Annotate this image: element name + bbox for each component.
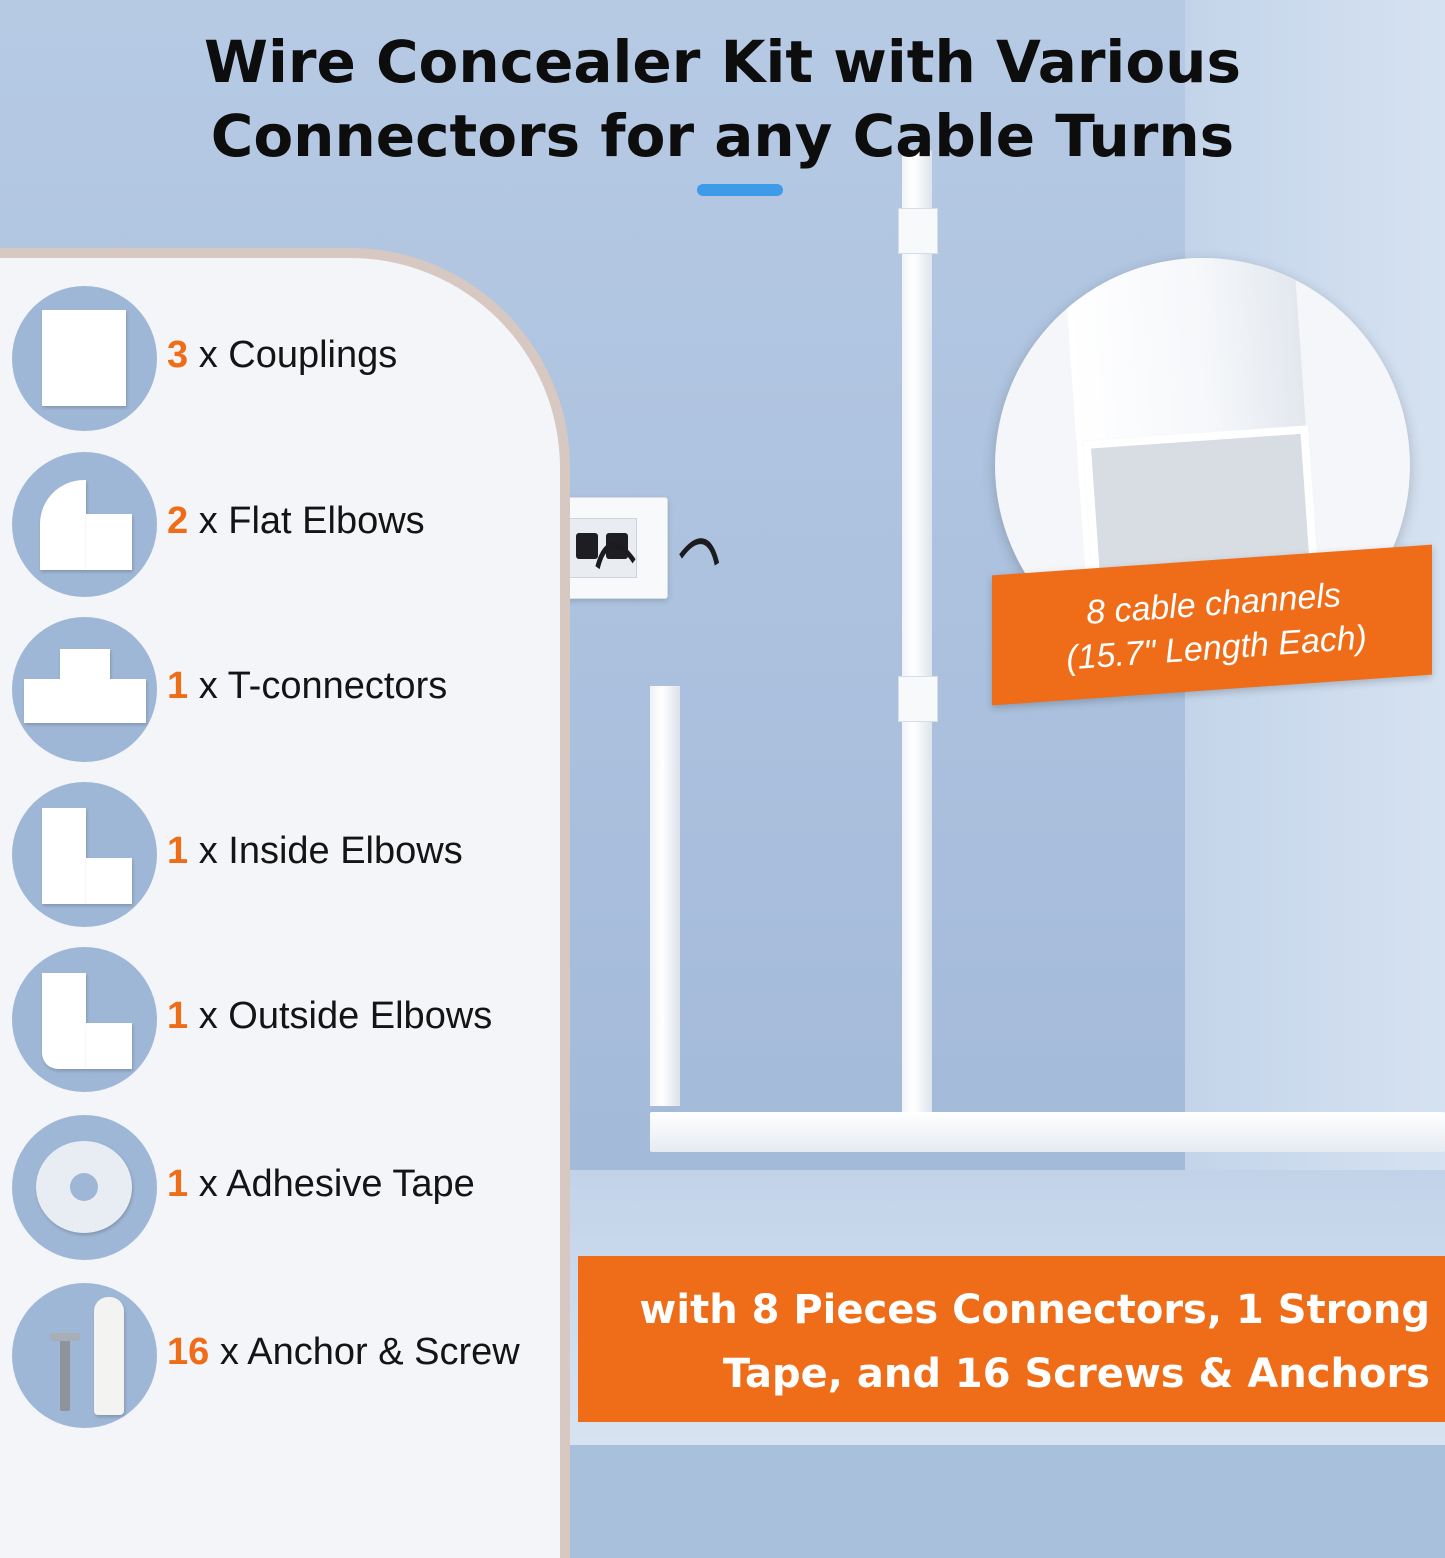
plug-icon [606,533,628,559]
item-label: 1 x Inside Elbows [167,830,463,873]
item-count: 1 [167,830,189,872]
item-label: 1 x Outside Elbows [167,995,492,1038]
title-underline [697,184,783,196]
bottom-banner [578,1256,1445,1422]
channel-coupling [898,208,938,254]
item-text: x Couplings [188,334,398,376]
item-label: 1 x Adhesive Tape [167,1163,475,1206]
item-label: 16 x Anchor & Screw [167,1331,520,1374]
item-count: 1 [167,1163,189,1205]
item-text: x Inside Elbows [188,830,463,872]
coupling-icon [12,286,157,431]
anchor-screw-icon [12,1283,157,1428]
banner-line: Tape, and 16 Screws & Anchors [722,1351,1430,1397]
item-label: 2 x Flat Elbows [167,500,425,543]
item-count: 1 [167,995,189,1037]
outlet-cable-channel [650,686,680,1106]
item-text: x Adhesive Tape [188,1163,475,1205]
title-line: Wire Concealer Kit with Various [204,28,1241,96]
item-label: 1 x T-connectors [167,665,447,708]
tape-roll-icon [12,1115,157,1260]
item-count: 3 [167,334,189,376]
outside-elbow-icon [12,947,157,1092]
horizontal-cable-channel [650,1112,1445,1152]
flat-elbow-icon [12,452,157,597]
item-label: 3 x Couplings [167,334,397,377]
channel-coupling [898,676,938,722]
item-count: 1 [167,665,189,707]
banner-line: with 8 Pieces Connectors, 1 Strong [639,1287,1430,1333]
item-text: x Outside Elbows [188,995,493,1037]
plug-icon [576,533,598,559]
outlet-socket [569,518,637,578]
inside-elbow-icon [12,782,157,927]
item-count: 2 [167,500,189,542]
item-text: x T-connectors [188,665,448,707]
page-title: Wire Concealer Kit with Various Connecto… [0,25,1445,173]
channel-opening [1082,425,1318,577]
title-line: Connectors for any Cable Turns [210,102,1235,170]
t-connector-icon [12,617,157,762]
item-text: x Flat Elbows [188,500,425,542]
item-count: 16 [167,1331,210,1373]
item-text: x Anchor & Screw [209,1331,520,1373]
vertical-cable-channel [902,150,932,1140]
banner-text: with 8 Pieces Connectors, 1 Strong Tape,… [578,1278,1430,1406]
